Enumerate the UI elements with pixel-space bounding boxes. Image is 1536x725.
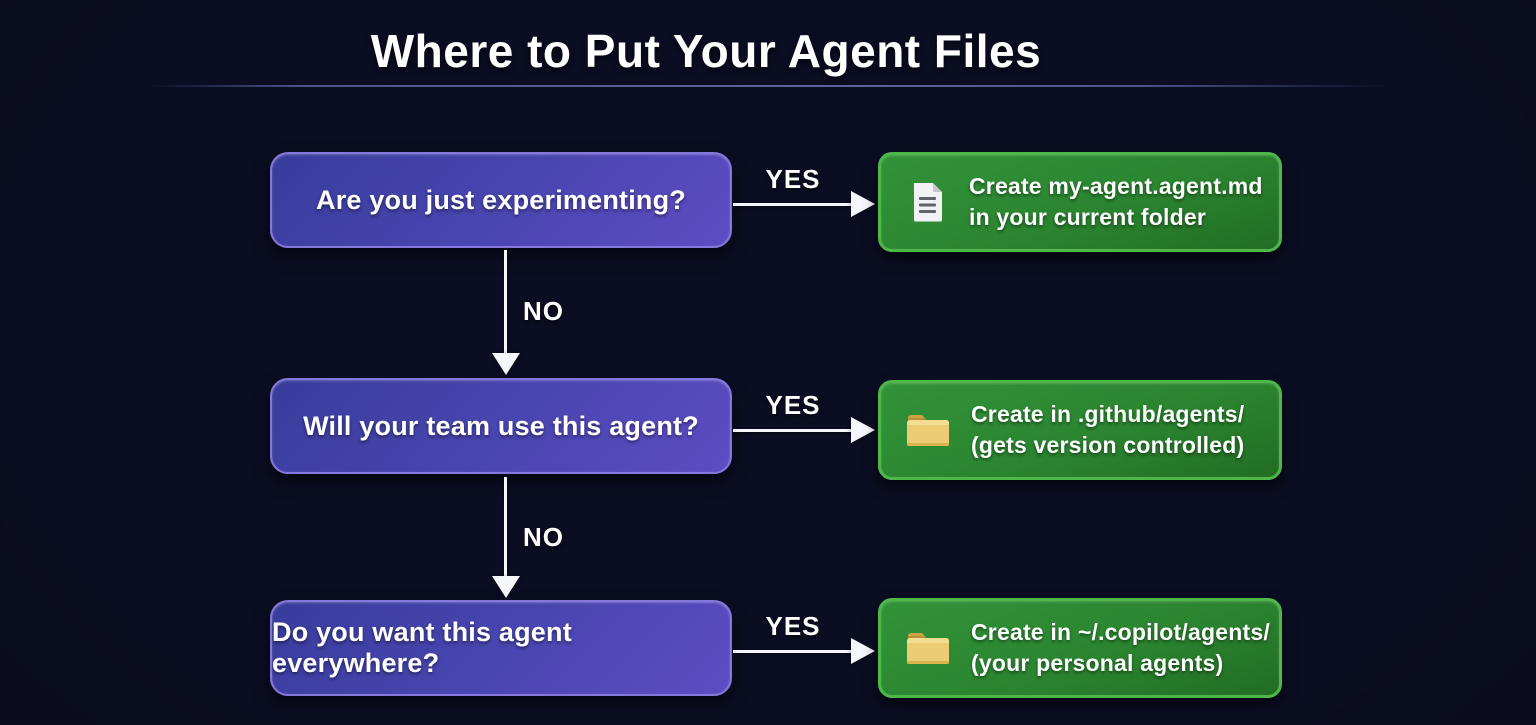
question-box-everywhere: Do you want this agent everywhere?	[270, 600, 732, 696]
answer-line-2: (your personal agents)	[971, 650, 1224, 676]
question-label: Do you want this agent everywhere?	[272, 617, 572, 678]
answer-line-1: Create my-agent.agent.md	[969, 173, 1263, 199]
yes-arrow-line-2	[733, 429, 854, 432]
answer-line-1: Create in .github/agents/	[971, 401, 1245, 427]
arrow-down-icon	[492, 353, 520, 375]
question-label: Will your team use this agent?	[303, 410, 699, 441]
title-divider	[150, 85, 1390, 87]
document-icon	[903, 178, 951, 226]
arrow-down-icon	[492, 576, 520, 598]
arrow-right-icon	[851, 191, 875, 217]
no-arrow-line-1	[504, 250, 507, 354]
answer-line-1: Create in ~/.copilot/agents/	[971, 619, 1270, 645]
folder-icon	[903, 626, 953, 670]
question-box-team-use: Will your team use this agent?	[270, 378, 732, 474]
folder-icon	[903, 408, 953, 452]
yes-arrow-line-3	[733, 650, 854, 653]
answer-box-github-agents: Create in .github/agents/ (gets version …	[878, 380, 1282, 480]
yes-edge-label: YES	[765, 164, 821, 194]
no-edge-label: NO	[523, 296, 564, 326]
question-label: Are you just experimenting?	[316, 184, 686, 215]
question-box-experimenting: Are you just experimenting?	[270, 152, 732, 248]
arrow-right-icon	[851, 638, 875, 664]
arrow-right-icon	[851, 417, 875, 443]
no-arrow-line-2	[504, 477, 507, 577]
yes-arrow-line-1	[733, 203, 854, 206]
answer-box-current-folder: Create my-agent.agent.md in your current…	[878, 152, 1282, 252]
answer-line-2: (gets version controlled)	[971, 432, 1245, 458]
answer-box-copilot-agents: Create in ~/.copilot/agents/ (your perso…	[878, 598, 1282, 698]
yes-edge-label: YES	[765, 390, 821, 420]
yes-edge-label: YES	[765, 611, 821, 641]
no-edge-label: NO	[523, 522, 564, 552]
answer-line-2: in your current folder	[969, 204, 1206, 230]
page-title: Where to Put Your Agent Files	[370, 25, 1042, 77]
